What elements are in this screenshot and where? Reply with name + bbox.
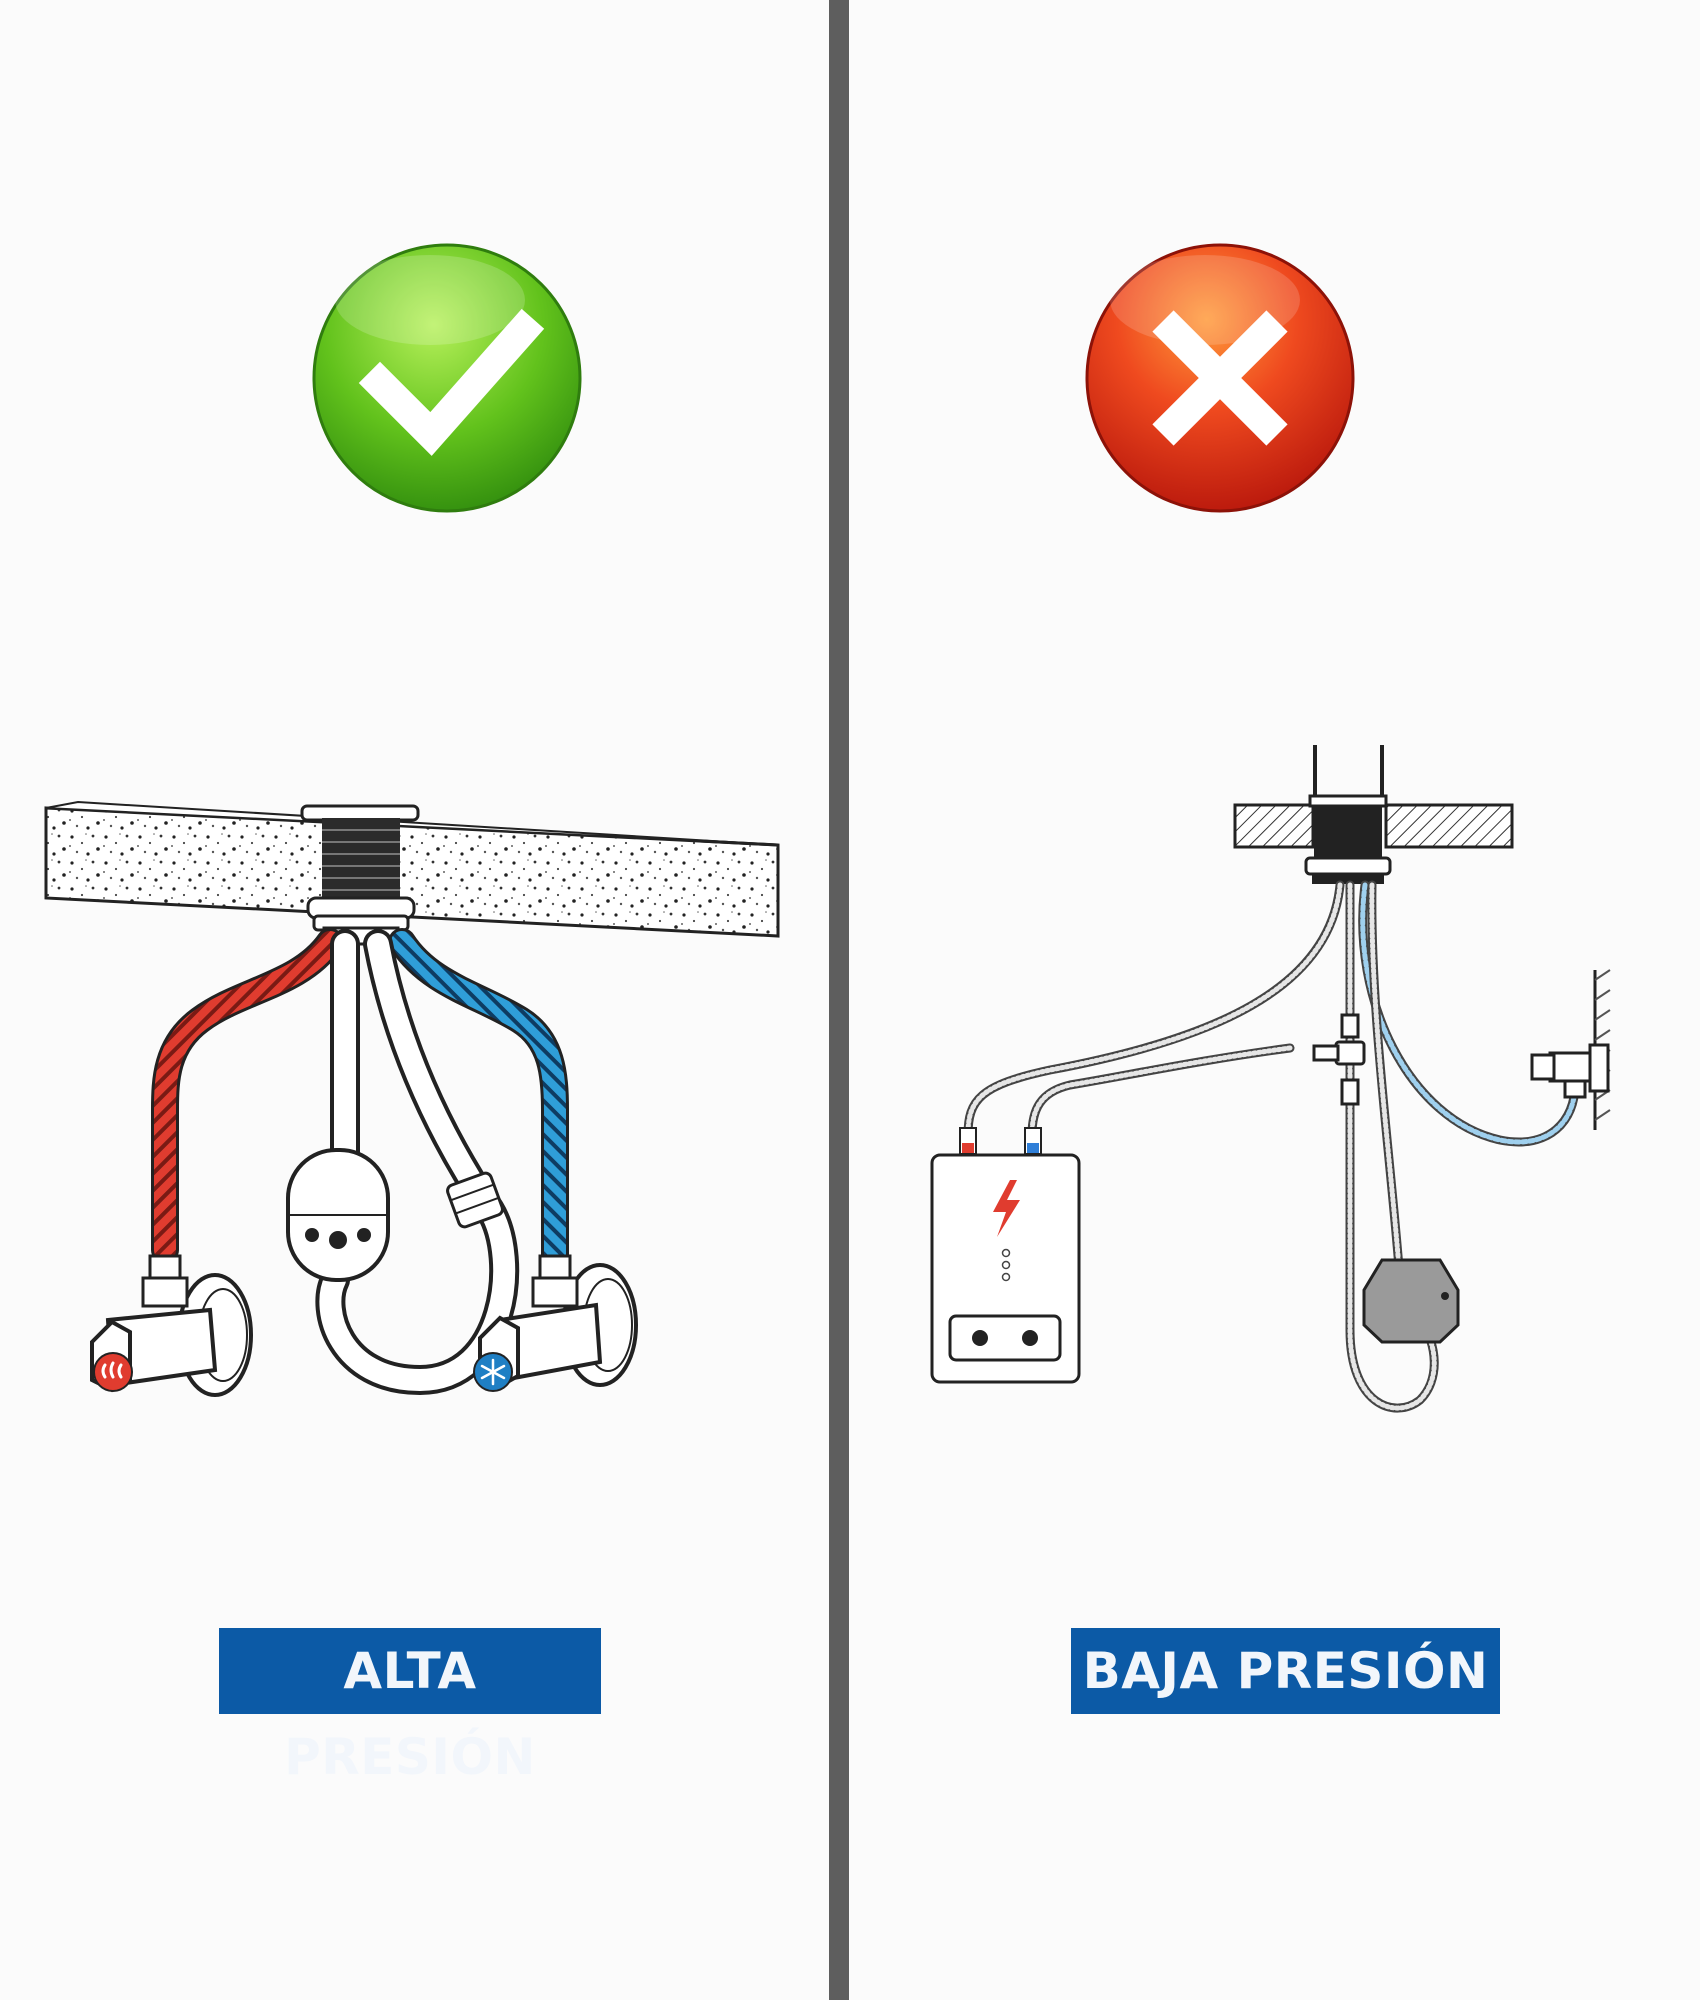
electric-water-heater (930, 1127, 1081, 1384)
hose-weight (1362, 1258, 1460, 1344)
right-illustration (930, 243, 1611, 1413)
right-panel: BAJA PRESIÓN (850, 0, 1700, 2000)
low-pressure-label: BAJA PRESIÓN (1071, 1628, 1500, 1714)
supply-hoses (963, 880, 1580, 1413)
check-icon (358, 308, 545, 456)
left-illustration (44, 243, 780, 1397)
wall-angle-valve (1530, 969, 1611, 1130)
left-panel: ALTA PRESIÓN (0, 0, 830, 2000)
snowflake-icon (480, 1358, 506, 1386)
lightning-icon (993, 1180, 1020, 1237)
panel-divider (829, 0, 849, 2000)
heat-icon (101, 1361, 123, 1379)
hose-weight (286, 1148, 390, 1282)
cold-angle-valve (473, 1254, 638, 1392)
countertop-section (1233, 745, 1514, 884)
pull-out-hose (315, 929, 520, 1396)
hot-angle-valve (90, 1254, 253, 1397)
cold-water-hose (388, 928, 569, 1272)
green-check-badge (312, 243, 582, 513)
hot-water-hose (151, 928, 344, 1264)
countertop (44, 800, 780, 938)
x-icon (1152, 310, 1288, 446)
red-x-badge (1085, 243, 1355, 513)
tee-fittings (1312, 1013, 1366, 1106)
high-pressure-label: ALTA PRESIÓN (219, 1628, 601, 1786)
